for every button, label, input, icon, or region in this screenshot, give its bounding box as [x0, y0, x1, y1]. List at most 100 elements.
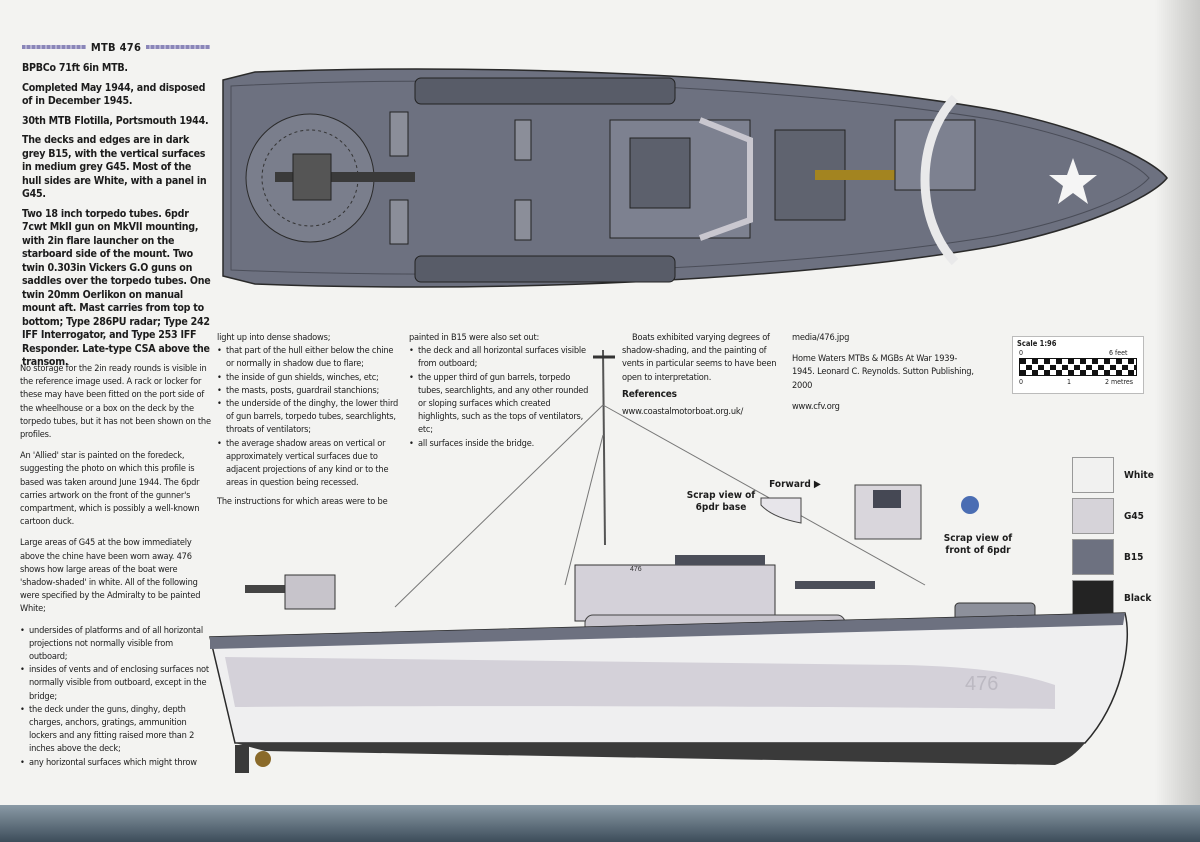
rigging-line — [602, 404, 926, 586]
deck-edge — [210, 613, 1125, 649]
side-profile-drawing: 476 476 — [209, 349, 1128, 773]
torpedo-tube-starboard — [414, 255, 676, 283]
6pdr-shield — [284, 574, 336, 610]
forward-caption: Forward ▶ — [769, 479, 821, 490]
depth-charge — [514, 119, 532, 161]
depth-charge — [389, 111, 409, 157]
list-item: the upper third of gun barrels, torpedo … — [409, 371, 589, 437]
list-item: that part of the hull either below the c… — [217, 344, 399, 370]
6pdr-gun — [245, 585, 305, 593]
list-item: the inside of gun shields, winches, etc; — [217, 371, 399, 384]
white-areas-list-cont: that part of the hull either below the c… — [217, 344, 399, 489]
rigging-line — [564, 434, 604, 586]
list-item: insides of vents and of enclosing surfac… — [20, 663, 212, 703]
swatch-label: White — [1124, 469, 1154, 481]
mast — [602, 349, 606, 546]
list-item: any horizontal surfaces which might thro… — [20, 756, 212, 769]
body-column-5: media/476.jpg Home Waters MTBs & MGBs At… — [792, 331, 982, 413]
body-paragraph: No storage for the 2in ready rounds is v… — [20, 363, 211, 441]
list-item: the deck under the guns, dinghy, depth c… — [20, 703, 212, 756]
bridge-screen — [698, 117, 753, 241]
column-lead: light up into dense shadows; — [217, 332, 331, 343]
wheelhouse-number: 476 — [630, 566, 642, 573]
oerlikon-guns — [795, 581, 875, 589]
swatch-label: B15 — [1124, 551, 1144, 563]
armament-text: Two 18 inch torpedo tubes. 6pdr 7cwt MkI… — [22, 207, 211, 369]
scrap-base-caption: Scrap view of 6pdr base — [686, 490, 756, 513]
swatch-label: G45 — [1124, 510, 1144, 522]
reference-link[interactable]: media/476.jpg — [792, 332, 850, 343]
list-item: the masts, posts, guardrail stanchions; — [217, 384, 399, 397]
body-column-4: Boats exhibited varying degrees of shado… — [622, 331, 782, 418]
scale-label: 6 feet — [1109, 349, 1128, 357]
reference-link[interactable]: www.coastalmotorboat.org.uk/ — [622, 406, 744, 418]
torpedo-tube-port — [414, 77, 676, 105]
depth-charge — [514, 199, 532, 241]
antifoul-boot — [235, 743, 1085, 765]
list-item: undersides of platforms and of all horiz… — [20, 624, 212, 664]
swatch-chip — [1072, 498, 1114, 534]
list-item: the deck and all horizontal surfaces vis… — [409, 344, 589, 370]
scale-label: 0 — [1019, 378, 1024, 386]
body-paragraph: An 'Allied' star is painted on the fored… — [20, 450, 200, 528]
vickers-guns — [675, 555, 765, 565]
title-bar: MTB 476 — [22, 40, 210, 54]
oerlikon-barrel — [815, 170, 915, 180]
title-rule-left — [22, 45, 86, 49]
title-rule-right — [146, 45, 210, 49]
scale-label: 1 — [1067, 378, 1072, 386]
bridge-interior — [629, 137, 691, 209]
body-column-3: painted in B15 were also set out: the de… — [409, 331, 589, 450]
white-arc — [920, 94, 959, 266]
page-title: MTB 476 — [90, 40, 142, 54]
b15-areas-list: the deck and all horizontal surfaces vis… — [409, 344, 589, 450]
scale-bar: Scale 1:96 0 6 feet 0 1 2 metres — [1012, 336, 1144, 394]
swatch-g45: G45 — [1072, 498, 1144, 534]
shadow-shading-note: Boats exhibited varying degrees of shado… — [622, 332, 777, 383]
hull-number: 476 — [965, 673, 998, 695]
column-tail: The instructions for which areas were to… — [217, 496, 388, 508]
colour-scheme-text: The decks and edges are in dark grey B15… — [22, 134, 207, 200]
scrap-view-breech — [873, 490, 901, 508]
page-gutter-shadow — [1155, 0, 1200, 842]
swatch-chip — [1072, 457, 1114, 493]
scale-label: 2 metres — [1105, 378, 1134, 386]
swatch-b15: B15 — [1072, 539, 1143, 575]
white-areas-list: undersides of platforms and of all horiz… — [20, 624, 212, 769]
column-lead: painted in B15 were also set out: — [409, 332, 540, 343]
wheelhouse-side — [574, 564, 776, 622]
boat-type: BPBCo 71ft 6in MTB. — [22, 62, 128, 74]
swatch-chip — [1072, 539, 1114, 575]
intro-block: BPBCo 71ft 6in MTB. Completed May 1944, … — [22, 62, 212, 376]
scale-title: Scale 1:96 — [1017, 339, 1057, 348]
flotilla-text: 30th MTB Flotilla, Portsmouth 1944. — [22, 114, 209, 127]
6pdr-gun-barrel — [275, 172, 415, 182]
list-item: the underside of the dinghy, the lower t… — [217, 397, 399, 437]
swatch-label: Black — [1124, 592, 1152, 604]
references-heading: References — [622, 388, 677, 400]
swatch-black: Black — [1072, 580, 1151, 616]
list-item: all surfaces inside the bridge. — [409, 437, 589, 450]
allied-star — [1049, 158, 1097, 204]
completion-text: Completed May 1944, and disposed of in D… — [22, 81, 206, 108]
scrap-front-caption: Scrap view of front of 6pdr — [943, 533, 1013, 556]
6pdr-mount — [292, 153, 332, 201]
cartoon-duck-artwork — [961, 496, 979, 514]
propeller — [255, 751, 271, 767]
rigging-line — [394, 404, 604, 608]
scale-label: 0 — [1019, 349, 1024, 357]
swatch-white: White — [1072, 457, 1154, 493]
plan-view-drawing — [222, 68, 1168, 288]
g45-panel — [225, 657, 1055, 709]
reference-book: Home Waters MTBs & MGBs At War 1939-1945… — [792, 353, 974, 391]
body-column-2: light up into dense shadows; that part o… — [217, 331, 399, 509]
sea-photo-strip — [0, 805, 1200, 842]
depth-charge — [389, 199, 409, 245]
body-paragraph: Large areas of G45 at the bow immediatel… — [20, 537, 201, 615]
body-column-1: No storage for the 2in ready rounds is v… — [20, 362, 212, 769]
scrap-view-6pdr-base — [760, 497, 802, 524]
list-item: the average shadow areas on vertical or … — [217, 437, 399, 490]
reference-link[interactable]: www.cfv.org — [792, 400, 840, 412]
rudder — [235, 745, 249, 773]
scale-checker — [1019, 358, 1137, 376]
